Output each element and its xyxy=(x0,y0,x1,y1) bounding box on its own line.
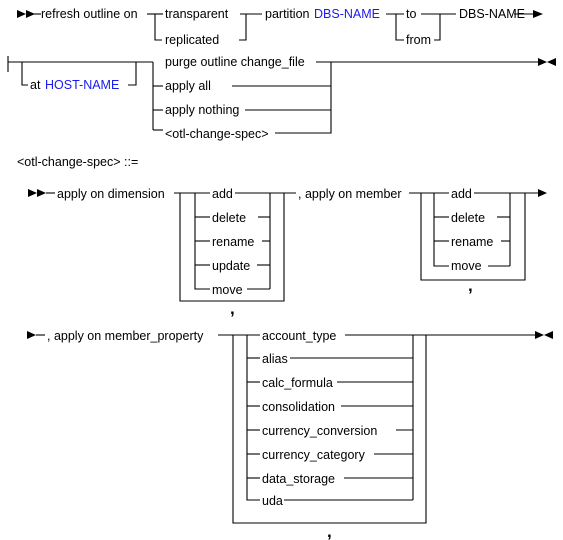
definition-title: <otl-change-spec> ::= xyxy=(17,155,138,169)
branch-line xyxy=(21,62,28,86)
option-otl-change-spec: <otl-change-spec> xyxy=(165,127,269,141)
branch-line xyxy=(128,62,137,86)
option-transparent: transparent xyxy=(165,7,229,21)
branch-line xyxy=(194,193,210,290)
variable-dbs-name: DBS-NAME xyxy=(314,7,380,21)
property-option-alias: alias xyxy=(262,352,288,366)
keyword-apply-on-member: , apply on member xyxy=(298,187,402,201)
branch-line xyxy=(154,14,162,41)
branch-line xyxy=(239,14,247,41)
member-option-delete: delete xyxy=(451,211,485,225)
row2: at HOST-NAME purge outline change_file a… xyxy=(7,55,556,141)
branch-line xyxy=(275,62,332,134)
keyword-apply-on-dimension: apply on dimension xyxy=(57,187,165,201)
member-option-add: add xyxy=(451,187,472,201)
row4: apply on dimension add delete rename upd… xyxy=(28,187,547,318)
repeat-loop xyxy=(420,193,526,281)
member-option-move: move xyxy=(451,259,482,273)
dimension-option-delete: delete xyxy=(212,211,246,225)
end-marker xyxy=(538,58,556,66)
property-option-currency-conversion: currency_conversion xyxy=(262,424,377,438)
continuation-marker xyxy=(538,189,547,197)
option-purge-outline-change-file: purge outline change_file xyxy=(165,55,305,69)
member-option-rename: rename xyxy=(451,235,493,249)
property-option-consolidation: consolidation xyxy=(262,400,335,414)
branch-line xyxy=(246,335,260,501)
row1: refresh outline on transparent replicate… xyxy=(17,7,543,47)
keyword-partition: partition xyxy=(265,7,310,21)
dimension-option-add: add xyxy=(212,187,233,201)
property-option-account-type: account_type xyxy=(262,329,336,343)
keyword-dbs-name: DBS-NAME xyxy=(459,7,525,21)
property-option-uda: uda xyxy=(262,494,283,508)
row5: , apply on member_property account_type … xyxy=(27,329,553,540)
branch-line xyxy=(395,14,404,41)
variable-host-name: HOST-NAME xyxy=(45,78,119,92)
repeat-separator: , xyxy=(327,522,332,540)
start-marker xyxy=(28,189,46,197)
repeat-loop xyxy=(232,335,427,524)
dimension-option-move: move xyxy=(212,283,243,297)
option-from: from xyxy=(406,33,431,47)
dimension-option-update: update xyxy=(212,259,250,273)
repeat-loop xyxy=(179,193,285,302)
repeat-separator: , xyxy=(230,299,235,318)
option-apply-all: apply all xyxy=(165,79,211,93)
keyword-apply-on-member-property: , apply on member_property xyxy=(47,329,204,343)
option-replicated: replicated xyxy=(165,33,219,47)
property-option-data-storage: data_storage xyxy=(262,472,335,486)
continuation-start-marker xyxy=(27,331,36,339)
branch-line xyxy=(434,14,441,41)
dimension-option-rename: rename xyxy=(212,235,254,249)
end-marker xyxy=(535,331,553,339)
keyword-refresh-outline-on: refresh outline on xyxy=(41,7,138,21)
continuation-marker xyxy=(533,10,543,18)
option-to: to xyxy=(406,7,416,21)
property-option-currency-category: currency_category xyxy=(262,448,366,462)
property-option-calc-formula: calc_formula xyxy=(262,376,333,390)
repeat-separator: , xyxy=(468,276,473,295)
option-apply-nothing: apply nothing xyxy=(165,103,239,117)
branch-line xyxy=(433,193,449,267)
keyword-at: at xyxy=(30,78,41,92)
